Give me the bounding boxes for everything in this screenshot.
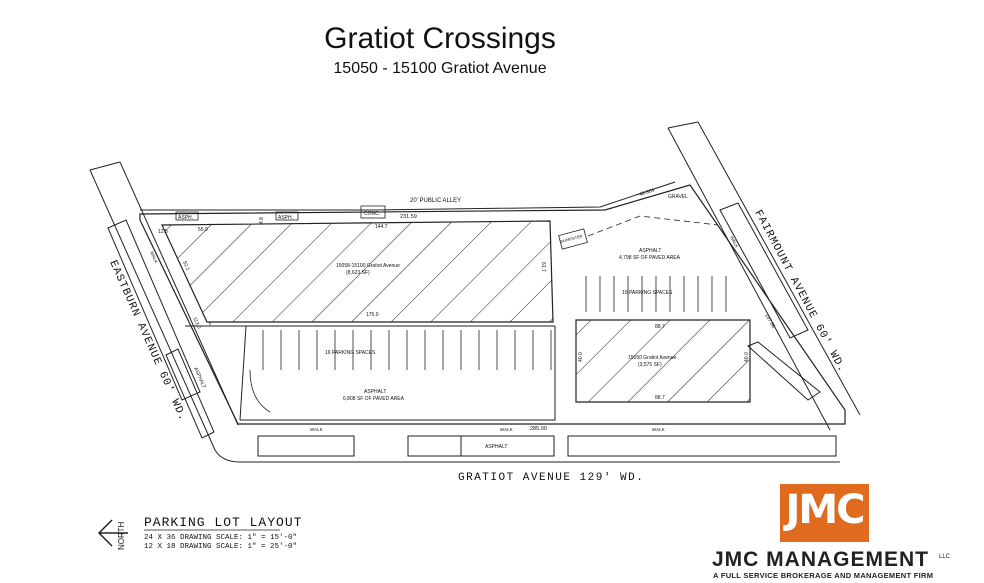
gravel-label: GRAVEL xyxy=(668,194,688,200)
eastburn-label: EASTBURN AVENUE 60' WD. xyxy=(106,259,188,424)
brand-name: JMC MANAGEMENT xyxy=(712,548,929,571)
parking-west-label: 16 PARKING SPACES xyxy=(325,350,376,356)
dim-137-56: 137.56 xyxy=(763,313,776,329)
site-outline xyxy=(139,184,846,425)
west-walk-strip xyxy=(107,219,201,401)
dim-285-00: 285.00 xyxy=(530,426,547,432)
alley-label: 20' PUBLIC ALLEY xyxy=(410,198,461,204)
paved-west-area: 6,808 SF OF PAVED AREA xyxy=(343,396,405,402)
fairmount-label: FAIRMOUNT AVENUE 60' WD. xyxy=(751,208,847,375)
south-strip-3 xyxy=(567,435,837,457)
west-asphalt-strip xyxy=(165,348,215,439)
eastburn-avenue xyxy=(89,161,239,451)
walk-west-label: WALK xyxy=(149,250,159,264)
asphalt-south-label: ASPHALT xyxy=(485,444,507,450)
asph-box-1 xyxy=(175,211,199,221)
dim-55-9: 55.9 xyxy=(198,227,208,233)
east-building-name: 15050 Gratiot Avenue xyxy=(628,355,676,361)
south-strip-2 xyxy=(407,435,555,457)
asph-box-2 xyxy=(275,211,299,221)
south-strip-1 xyxy=(257,435,355,457)
dim-88-7-top: 88.7 xyxy=(655,324,665,330)
dim-4-8: 4.8 xyxy=(259,217,265,224)
asph-label-2: ASPH. xyxy=(278,215,293,221)
parking-east-label: 10 PARKING SPACES xyxy=(622,290,673,296)
walk-east-label: WALK xyxy=(729,235,739,248)
brand-llc: LLC xyxy=(939,554,951,560)
paved-east-area: 4,798 SF OF PAVED AREA xyxy=(619,255,681,261)
dim-52-1: 52.1 xyxy=(181,260,191,272)
paved-west-title: ASPHALT xyxy=(364,389,386,395)
legend-scale-1: 24 X 36 DRAWING SCALE: 1" = 15'-0" xyxy=(144,534,298,542)
page-title: Gratiot Crossings xyxy=(324,22,556,55)
legend-scale-2: 12 X 18 DRAWING SCALE: 1" = 25'-0" xyxy=(144,543,298,551)
lot-inner xyxy=(185,325,556,421)
legend-title: PARKING LOT LAYOUT xyxy=(144,515,303,530)
east-building-area: (3,575 SF) xyxy=(638,362,662,368)
dim-12-5: 12.5 xyxy=(158,229,168,235)
north-label: NORTH xyxy=(117,521,126,550)
jmc-logo-text: JMC xyxy=(785,487,865,533)
north-arrow xyxy=(97,519,128,547)
page-subtitle: 15050 - 15100 Gratiot Avenue xyxy=(333,60,547,77)
parking-east xyxy=(585,276,727,312)
walk-south-3: WALK xyxy=(652,427,665,432)
conc-label: CONC. xyxy=(364,211,380,217)
dim-88-7-bot: 88.7 xyxy=(655,395,665,401)
main-building-name: 15058-15100 Gratiot Avenue xyxy=(336,263,400,269)
dim-48-68: 48.684 xyxy=(639,187,656,197)
gratiot-label: GRATIOT AVENUE 129' WD. xyxy=(458,472,644,484)
parking-west xyxy=(249,330,552,413)
dim-144-7: 144.7 xyxy=(375,224,388,230)
walk-south-1: WALK xyxy=(310,427,323,432)
dim-40-0-left: 40.0 xyxy=(578,352,584,362)
fence-line xyxy=(587,215,719,237)
alley-line xyxy=(140,181,676,211)
gratiot-avenue xyxy=(214,435,840,463)
main-canopy xyxy=(209,322,552,327)
dumpster-label: DUMPSTER xyxy=(560,233,583,244)
dim-175-0: 175.0 xyxy=(366,312,379,318)
dim-40-0-right: 40.0 xyxy=(744,352,750,362)
paved-east-title: ASPHALT xyxy=(639,248,661,254)
dim-113-0: 113.0 xyxy=(191,316,202,330)
main-building xyxy=(161,220,554,323)
jmc-logo xyxy=(780,484,869,542)
east-building xyxy=(575,319,751,403)
dim-231-59: 231.59 xyxy=(400,214,417,220)
main-building-area: (8,623 SF) xyxy=(346,270,370,276)
walk-south-2: WALK xyxy=(500,427,513,432)
dumpster-box xyxy=(558,228,588,250)
asph-label-1: ASPH. xyxy=(178,215,193,221)
brand-tagline: A FULL SERVICE BROKERAGE AND MANAGEMENT … xyxy=(713,571,934,580)
conc-box xyxy=(360,205,386,219)
dim-61-7: 61.7 xyxy=(540,262,546,272)
